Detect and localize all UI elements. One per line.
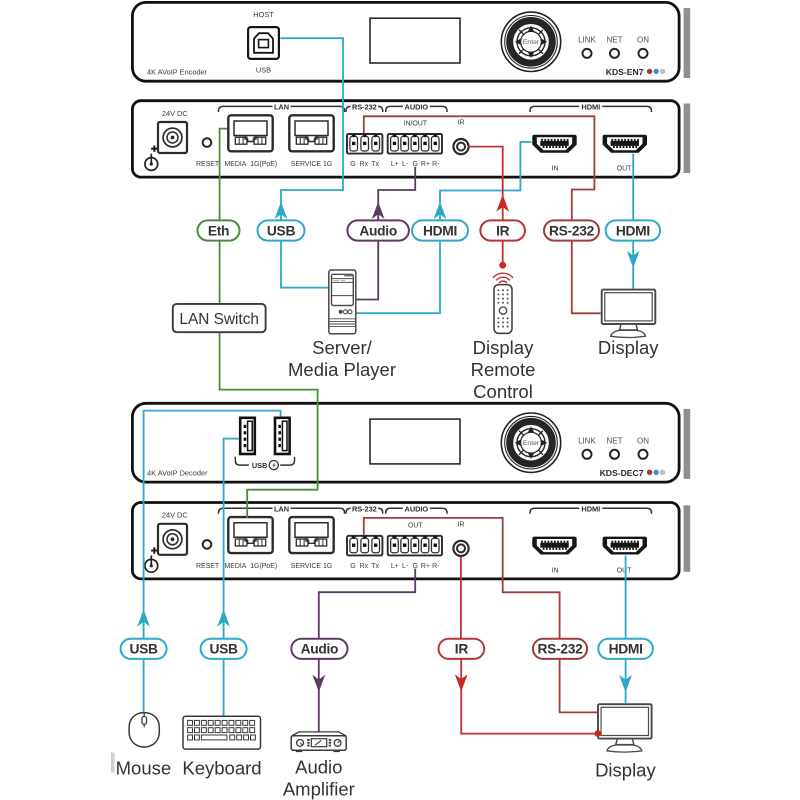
svg-text:IR: IR bbox=[458, 120, 465, 127]
svg-text:Display: Display bbox=[595, 760, 656, 781]
svg-text:RS-232: RS-232 bbox=[352, 504, 377, 513]
svg-text:USB: USB bbox=[129, 642, 158, 657]
svg-text:24V DC: 24V DC bbox=[162, 109, 189, 118]
svg-text:R+: R+ bbox=[421, 161, 430, 168]
svg-text:L-: L- bbox=[402, 161, 409, 168]
svg-text:RESET: RESET bbox=[196, 161, 220, 168]
svg-text:G: G bbox=[412, 563, 417, 570]
svg-text:IN: IN bbox=[552, 166, 559, 173]
svg-text:HDMI: HDMI bbox=[609, 642, 643, 657]
svg-text:Amplifier: Amplifier bbox=[283, 779, 355, 800]
svg-text:Server/: Server/ bbox=[312, 337, 372, 358]
svg-text:L+: L+ bbox=[391, 161, 399, 168]
svg-text:LAN Switch: LAN Switch bbox=[179, 311, 259, 328]
svg-text:G: G bbox=[412, 161, 417, 168]
svg-text:IR: IR bbox=[496, 223, 510, 238]
svg-text:4K AVoIP Decoder: 4K AVoIP Decoder bbox=[147, 469, 208, 478]
svg-text:Rx: Rx bbox=[360, 563, 369, 570]
svg-text:R-: R- bbox=[432, 563, 440, 570]
svg-text:HDMI: HDMI bbox=[616, 223, 650, 238]
svg-text:Audio: Audio bbox=[301, 642, 339, 657]
svg-text:ON: ON bbox=[637, 437, 649, 446]
svg-text:Tx: Tx bbox=[371, 563, 379, 570]
svg-text:Display: Display bbox=[598, 337, 659, 358]
svg-text:G: G bbox=[350, 563, 355, 570]
svg-text:Remote: Remote bbox=[471, 359, 536, 380]
svg-text:Mouse: Mouse bbox=[116, 758, 172, 779]
svg-text:HDMI: HDMI bbox=[581, 504, 600, 513]
svg-text:LINK: LINK bbox=[578, 437, 596, 446]
svg-text:4K AVoIP Encoder: 4K AVoIP Encoder bbox=[147, 68, 208, 77]
svg-text:Eth: Eth bbox=[208, 223, 229, 238]
svg-text:AUDIO: AUDIO bbox=[405, 504, 429, 513]
svg-text:ON: ON bbox=[637, 36, 649, 45]
svg-text:L-: L- bbox=[402, 563, 409, 570]
svg-text:USB: USB bbox=[209, 642, 238, 657]
svg-text:RS-232: RS-232 bbox=[549, 223, 595, 238]
svg-text:RS-232: RS-232 bbox=[538, 642, 584, 657]
svg-text:OUT: OUT bbox=[617, 166, 632, 173]
svg-text:Tx: Tx bbox=[371, 161, 379, 168]
svg-text:OUT: OUT bbox=[617, 567, 632, 574]
svg-text:Rx: Rx bbox=[360, 161, 369, 168]
svg-text:24V DC: 24V DC bbox=[162, 511, 189, 520]
svg-text:IR: IR bbox=[455, 642, 469, 657]
svg-text:L+: L+ bbox=[391, 563, 399, 570]
svg-text:Control: Control bbox=[473, 381, 533, 402]
svg-text:IN/OUT: IN/OUT bbox=[404, 121, 428, 128]
svg-text:USB: USB bbox=[252, 461, 267, 470]
svg-text:R-: R- bbox=[432, 161, 440, 168]
svg-text:RS-232: RS-232 bbox=[352, 103, 377, 112]
svg-text:IN: IN bbox=[552, 567, 559, 574]
svg-text:KDS-DEC7: KDS-DEC7 bbox=[600, 468, 644, 478]
svg-text:NET: NET bbox=[607, 437, 623, 446]
svg-text:AUDIO: AUDIO bbox=[405, 103, 429, 112]
svg-text:Keyboard: Keyboard bbox=[182, 758, 261, 779]
svg-text:SERVICE 1G: SERVICE 1G bbox=[291, 563, 332, 570]
svg-text:HOST: HOST bbox=[253, 10, 274, 19]
svg-text:USB: USB bbox=[267, 223, 296, 238]
svg-text:Audio: Audio bbox=[359, 223, 397, 238]
svg-text:LAN: LAN bbox=[274, 103, 289, 112]
svg-text:USB: USB bbox=[256, 66, 271, 75]
svg-text:HDMI: HDMI bbox=[423, 223, 457, 238]
svg-text:Media Player: Media Player bbox=[288, 359, 396, 380]
svg-text:MEDIA 1G(PoE): MEDIA 1G(PoE) bbox=[225, 563, 278, 570]
svg-text:KDS-EN7: KDS-EN7 bbox=[606, 67, 644, 77]
svg-text:Audio: Audio bbox=[295, 757, 342, 778]
svg-text:LAN: LAN bbox=[274, 504, 289, 513]
svg-text:G: G bbox=[350, 161, 355, 168]
svg-text:R+: R+ bbox=[421, 563, 430, 570]
svg-text:RESET: RESET bbox=[196, 563, 220, 570]
svg-text:Display: Display bbox=[473, 337, 534, 358]
svg-text:LINK: LINK bbox=[578, 36, 596, 45]
svg-text:IR: IR bbox=[458, 521, 465, 528]
svg-text:SERVICE 1G: SERVICE 1G bbox=[291, 161, 332, 168]
svg-text:NET: NET bbox=[607, 36, 623, 45]
svg-text:MEDIA 1G(PoE): MEDIA 1G(PoE) bbox=[225, 161, 278, 168]
svg-text:HDMI: HDMI bbox=[581, 103, 600, 112]
svg-text:OUT: OUT bbox=[408, 522, 423, 529]
